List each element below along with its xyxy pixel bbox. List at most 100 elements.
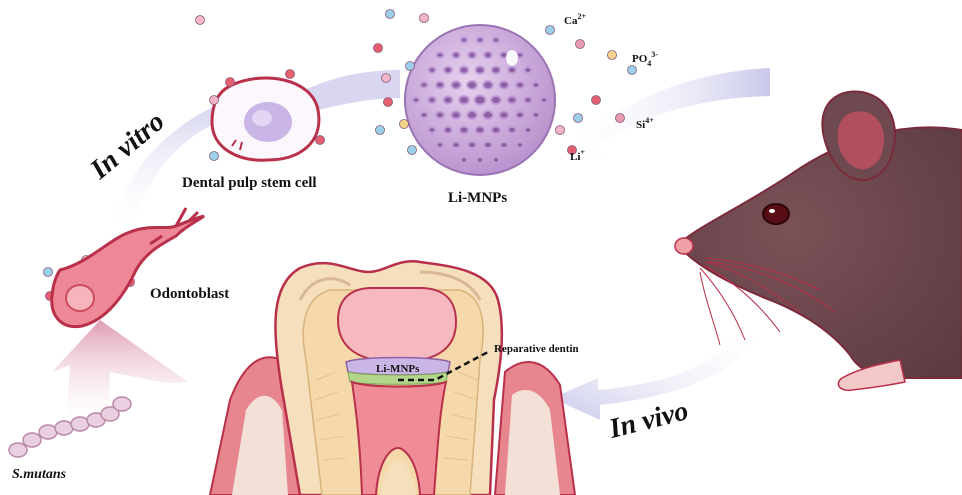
bacterium: [23, 433, 41, 447]
nanoparticle-spot: [477, 157, 484, 163]
si-ion-label: Si4+: [636, 116, 654, 131]
ion-particle: [574, 114, 583, 123]
ion-particle: [196, 16, 205, 25]
ion-particle: [408, 146, 417, 155]
nanoparticle-spot: [533, 82, 540, 88]
odontoblast-label: Odontoblast: [150, 286, 229, 302]
nanoparticle-spot: [508, 67, 516, 73]
bacterium: [39, 425, 57, 439]
nanoparticle-spot: [500, 142, 507, 148]
ion-particle: [406, 62, 415, 71]
ion-particle: [546, 26, 555, 35]
ion-particle: [384, 98, 393, 107]
ion-particle: [420, 14, 429, 23]
ion-particle: [316, 136, 325, 145]
ion-particle: [400, 120, 409, 129]
ion-particle: [286, 70, 295, 79]
nanoparticle-spot: [493, 157, 500, 162]
nanoparticle-spot: [533, 112, 540, 118]
in-vivo-label: In vivo: [605, 395, 691, 445]
li-mnps-sphere: [405, 25, 555, 175]
nanoparticle-spot: [516, 112, 524, 119]
nanoparticle-spot: [500, 81, 509, 88]
nanoparticle-spot: [461, 37, 468, 42]
nanoparticle-spot: [524, 97, 532, 103]
bacterium: [9, 443, 27, 457]
nanoparticle-spot: [452, 81, 461, 88]
ion-particle: [576, 40, 585, 49]
nanoparticle-spot: [491, 96, 501, 104]
nanoparticle-spot: [468, 52, 476, 58]
nanoparticle-spot: [483, 81, 493, 89]
ion-particle: [592, 96, 601, 105]
po4-ion-label: PO43-: [632, 50, 658, 68]
ion-particle: [608, 51, 617, 60]
ion-particle: [44, 268, 53, 277]
li-mnps-tooth-label: Li-MNPs: [376, 363, 420, 375]
nanoparticle-spot: [516, 82, 524, 89]
li-mnps-label: Li-MNPs: [448, 190, 507, 206]
ion-particle: [210, 96, 219, 105]
in-vitro-label: In vitro: [84, 106, 171, 186]
nanoparticle-spot: [467, 111, 477, 119]
cavity: [338, 288, 456, 362]
ion-particle: [376, 126, 385, 135]
nanoparticle-spot: [437, 52, 444, 58]
s-mutans-label: S.mutans: [12, 467, 67, 482]
nanoparticle-spot: [444, 127, 452, 133]
bacterium: [113, 397, 131, 411]
nanoparticle-spot: [525, 127, 532, 133]
ion-particle: [374, 44, 383, 53]
nanoparticle-spot: [468, 142, 476, 148]
nanoparticle-spot: [477, 37, 484, 43]
nanoparticle-spot: [483, 111, 493, 119]
dental-pulp-stem-cell-label: Dental pulp stem cell: [182, 175, 317, 191]
nanoparticle-spot: [437, 142, 444, 148]
ion-particle: [210, 152, 219, 161]
nanoparticle-spot: [541, 97, 547, 102]
ion-particle: [556, 126, 565, 135]
nanoparticle-spot: [421, 82, 428, 88]
ion-particle: [226, 78, 235, 87]
ion-particle: [386, 10, 395, 19]
ion-particle: [616, 114, 625, 123]
nanoparticle-spot: [484, 52, 492, 58]
top-arrow-right: [560, 68, 770, 162]
dental-pulp-stem-cell: [212, 78, 319, 160]
nanoparticle-spot: [436, 112, 444, 119]
nanoparticle-spot: [467, 81, 477, 89]
ion-particle: [382, 74, 391, 83]
nanoparticle-spot: [429, 127, 436, 133]
nanoparticle-spot: [452, 142, 459, 148]
nanoparticle-spot: [428, 97, 436, 103]
nanoparticle-spot: [444, 67, 452, 73]
nanoparticle-spot: [525, 67, 532, 73]
tooth: [210, 261, 575, 495]
nanoparticle-spot: [452, 52, 459, 58]
ion-particle: [628, 66, 637, 75]
nanoparticle-spot: [421, 112, 428, 118]
nanoparticle-spot: [460, 126, 469, 133]
nanoparticle-spot: [475, 96, 486, 105]
nanoparticle-spot: [461, 157, 468, 162]
bacterium: [55, 421, 73, 435]
nanoparticle-spot: [459, 96, 469, 104]
pink-arrow: [52, 320, 188, 432]
li-ion-label: Li+: [570, 148, 585, 163]
nanoparticle-spot: [476, 66, 485, 73]
nanoparticle-spot: [508, 127, 516, 133]
reparative-dentin-label: Reparative dentin: [494, 343, 579, 355]
nanoparticle-spot: [493, 37, 500, 42]
nanoparticle-spot: [476, 126, 485, 133]
nanoparticle-spot: [444, 96, 453, 103]
nanoparticle-spot: [517, 142, 524, 148]
nanoparticle-spot: [492, 66, 501, 73]
nanoparticle-spot: [429, 67, 436, 73]
nanoparticle-spot: [460, 66, 469, 73]
nanoparticle-spot: [452, 111, 461, 118]
nanoparticle-spot: [500, 111, 509, 118]
bacterium: [71, 417, 89, 431]
mouse: [675, 92, 962, 391]
nanoparticle-spot: [492, 126, 501, 133]
